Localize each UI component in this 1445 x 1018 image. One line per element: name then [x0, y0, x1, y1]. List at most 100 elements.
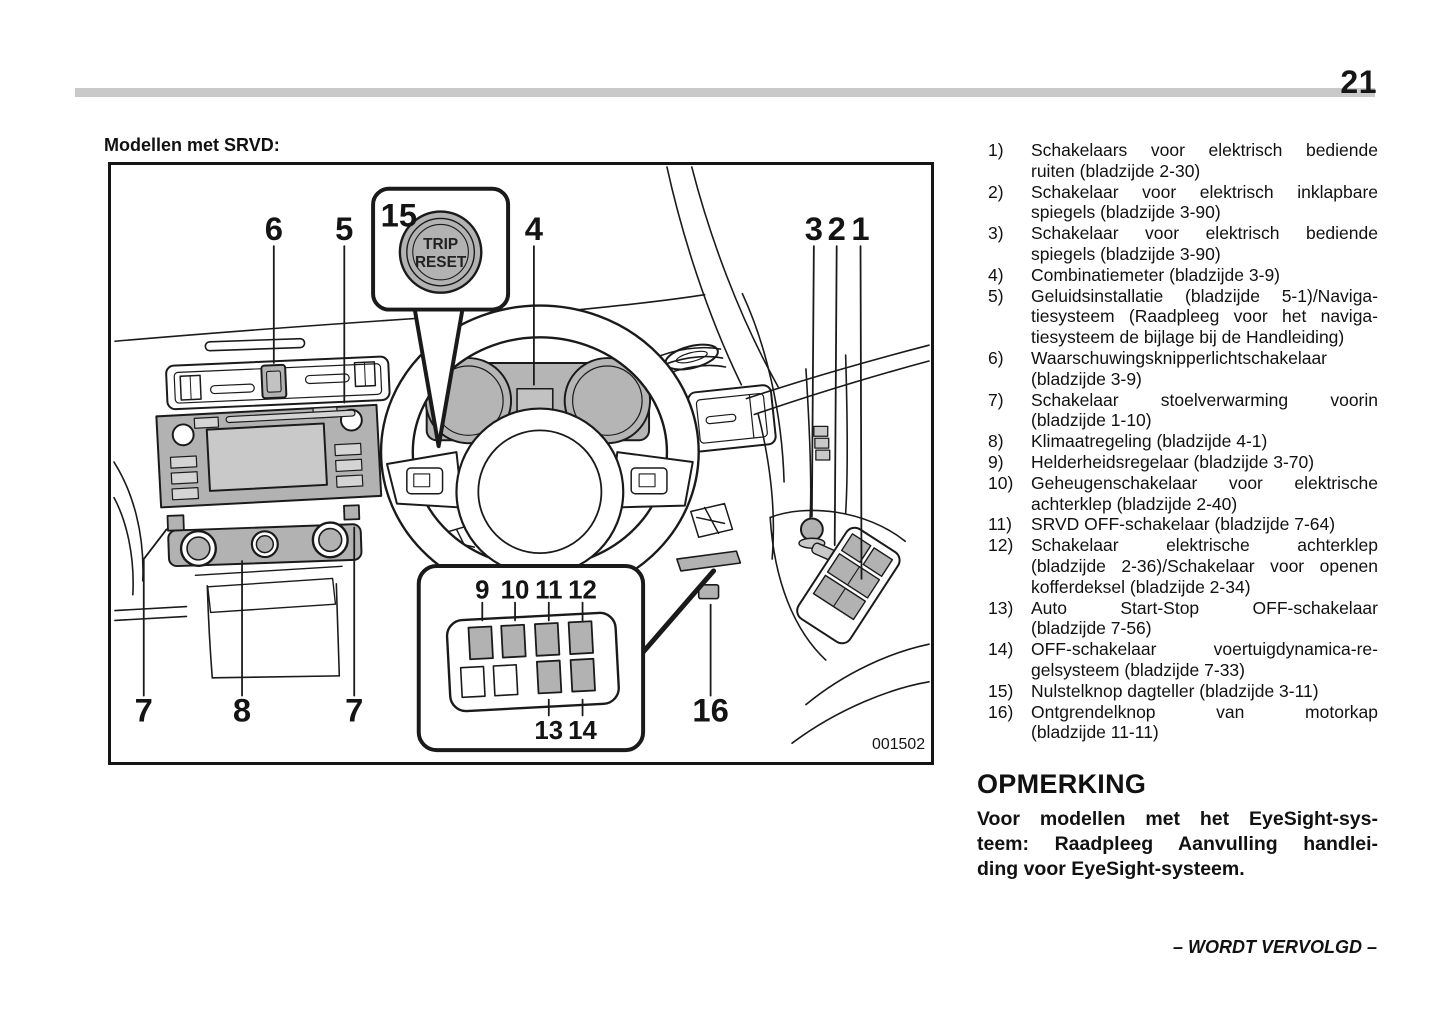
legend-item-line: spiegels (bladzijde 3-90) — [1031, 243, 1221, 264]
legend-item-line: ruiten (bladzijde 2-30) — [1031, 160, 1201, 181]
door-armrest-curve — [769, 516, 827, 661]
knee-panel — [335, 582, 341, 677]
legend-item-line: kofferdeksel (bladzijde 2-34) — [1031, 576, 1251, 597]
legend-item-number: 14) — [988, 639, 1014, 660]
callout-label-7b: 7 — [345, 691, 363, 728]
legend-item-number: 16) — [988, 701, 1014, 722]
legend-item-number: 10) — [988, 472, 1014, 493]
legend-item: 8) Klimaatregeling (bladzijde 4-1) — [988, 431, 1378, 452]
legend-item-number: 2) — [988, 181, 1004, 202]
door-trim-line — [805, 368, 812, 523]
legend-item: 16) Ontgrendelknop van motorkap(bladzijde… — [988, 702, 1378, 744]
legend-item-number: 9) — [988, 451, 1004, 472]
dashboard-figure-frame: 6 5 4 3 2 1 7 8 7 16 15 9 10 11 12 13 14… — [108, 162, 934, 765]
legend-item-line: Schakelaars voor elektrisch bediende — [1031, 140, 1378, 160]
legend-item-line: Ontgrendelknop van motorkap — [1031, 701, 1378, 722]
legend-item-text: Schakelaar stoelverwarming voorin(bladzi… — [1031, 390, 1378, 432]
trip-reset-label-line1: TRIP — [423, 236, 458, 253]
legend-item-line: Auto Start-Stop OFF-schakelaar — [1031, 597, 1378, 618]
legend-item-text: Auto Start-Stop OFF-schakelaar(bladzijde… — [1031, 598, 1378, 640]
door-seam-2 — [741, 292, 785, 483]
legend-item-line: Schakelaar voor elektrisch inklapbare — [1031, 181, 1378, 202]
legend-item-text: OFF-schakelaar voertuigdynamica-re-gelsy… — [1031, 639, 1378, 681]
callout-label-2: 2 — [828, 210, 846, 247]
note-line: Voor modellen met het EyeSight-sys- — [977, 808, 1378, 830]
door-trim-line-2 — [844, 354, 848, 515]
callout-label-11: 11 — [535, 577, 562, 605]
mirror-adjust-knob — [799, 517, 824, 542]
callout-label-13: 13 — [534, 717, 563, 745]
note-line: teem: Raadpleeg Aanvulling handlei- — [977, 833, 1378, 855]
trip-reset-label-line2: RESET — [415, 254, 467, 271]
legend-item-number: 6) — [988, 347, 1004, 368]
callout-label-8: 8 — [233, 691, 251, 728]
legend-item-line: achterklep (bladzijde 2-40) — [1031, 493, 1238, 514]
note-body: Voor modellen met het EyeSight-sys-teem:… — [977, 807, 1378, 882]
legend-item-line: Geluidsinstallatie (bladzijde 5-1)/Navig… — [1031, 285, 1378, 306]
door-sill-line-2 — [753, 360, 930, 416]
audio-unit — [155, 403, 383, 509]
defroster-slot — [204, 337, 306, 352]
figure-heading: Modellen met SRVD: — [104, 135, 280, 155]
legend-item-text: Ontgrendelknop van motorkap(bladzijde 11… — [1031, 702, 1378, 744]
door-armrest-curve — [769, 509, 906, 543]
legend-item-text: Geluidsinstallatie (bladzijde 5-1)/Navig… — [1031, 286, 1378, 348]
legend-item-line: tiesysteem de bijlage bij de Handleiding… — [1031, 327, 1345, 348]
seat-heater-switch-right — [343, 504, 361, 521]
legend-item-line: (bladzijde 7-56) — [1031, 618, 1152, 639]
legend-item: 4)Combinatiemeter (bladzijde 3-9) — [988, 265, 1378, 286]
legend-item-number: 13) — [988, 597, 1014, 618]
legend-item: 7)Schakelaar stoelverwarming voorin(blad… — [988, 390, 1378, 432]
legend-item-line: gelsysteem (bladzijde 7-33) — [1031, 659, 1245, 680]
legend-item-number: 5) — [988, 285, 1004, 306]
dash-top-line-right — [558, 293, 706, 313]
legend-item-line: (bladzijde 3-9) — [1031, 368, 1142, 389]
left-door-edge — [113, 461, 144, 582]
legend-item-line: OFF-schakelaar voertuigdynamica-re- — [1031, 639, 1378, 660]
legend-item-text: Combinatiemeter (bladzijde 3-9) — [1031, 265, 1378, 286]
callout-label-5: 5 — [335, 210, 353, 247]
center-vent-strip — [165, 355, 391, 411]
legend-item-line: tiesysteem (Raadpleeg voor het naviga- — [1031, 306, 1378, 327]
a-pillar-line — [666, 166, 743, 386]
legend-item: 5) Geluidsinstallatie (bladzijde 5-1)/Nav… — [988, 286, 1378, 348]
legend-item: 14) OFF-schakelaar voertuigdynamica-re-ge… — [988, 639, 1378, 681]
callout-label-12: 12 — [568, 577, 597, 605]
legend-item-text: Nulstelknop dagteller (bladzijde 3-11) — [1031, 681, 1378, 702]
page-number: 21 — [1340, 64, 1377, 100]
legend-item-line: Geheugenschakelaar voor elektrische — [1031, 472, 1378, 493]
legend-item-line: Waarschuwingsknipperlichtschakelaar — [1031, 347, 1328, 368]
legend-item-line: (bladzijde 11-11) — [1031, 722, 1159, 743]
header-rule — [75, 88, 1375, 97]
legend-item-line: (bladzijde 2-36)/Schakelaar voor openen — [1031, 555, 1378, 576]
callout-label-15: 15 — [381, 196, 417, 233]
legend-item: 12)Schakelaar elektrische achterklep(bla… — [988, 535, 1378, 597]
callout-label-3: 3 — [805, 210, 823, 247]
callout-label-4: 4 — [525, 210, 544, 247]
left-door-edge-2 — [113, 496, 134, 596]
note-line: ding voor EyeSight-systeem. — [977, 858, 1245, 880]
legend-item-line: Klimaatregeling (bladzijde 4-1) — [1031, 431, 1268, 452]
note-title: OPMERKING — [977, 769, 1147, 799]
legend-item-text: Klimaatregeling (bladzijde 4-1) — [1031, 431, 1378, 452]
legend-item: 9)Helderheidsregelaar (bladzijde 3-70) — [988, 452, 1378, 473]
callout-label-1: 1 — [851, 210, 869, 247]
knee-panel — [211, 675, 341, 679]
hood-release-lever — [676, 550, 742, 572]
callout-label-10: 10 — [501, 577, 530, 605]
legend-item: 6) Waarschuwingsknipperlichtschakelaar(bl… — [988, 348, 1378, 390]
legend-item-number: 8) — [988, 431, 1004, 452]
legend-item-line: Schakelaar voor elektrisch bediende — [1031, 223, 1378, 244]
legend-item-line: Schakelaar elektrische achterklep — [1031, 535, 1378, 556]
door-bottom-curve — [805, 643, 930, 706]
door-sill-line — [745, 344, 930, 400]
trip-reset-button — [398, 210, 483, 294]
climate-panel — [166, 504, 363, 614]
